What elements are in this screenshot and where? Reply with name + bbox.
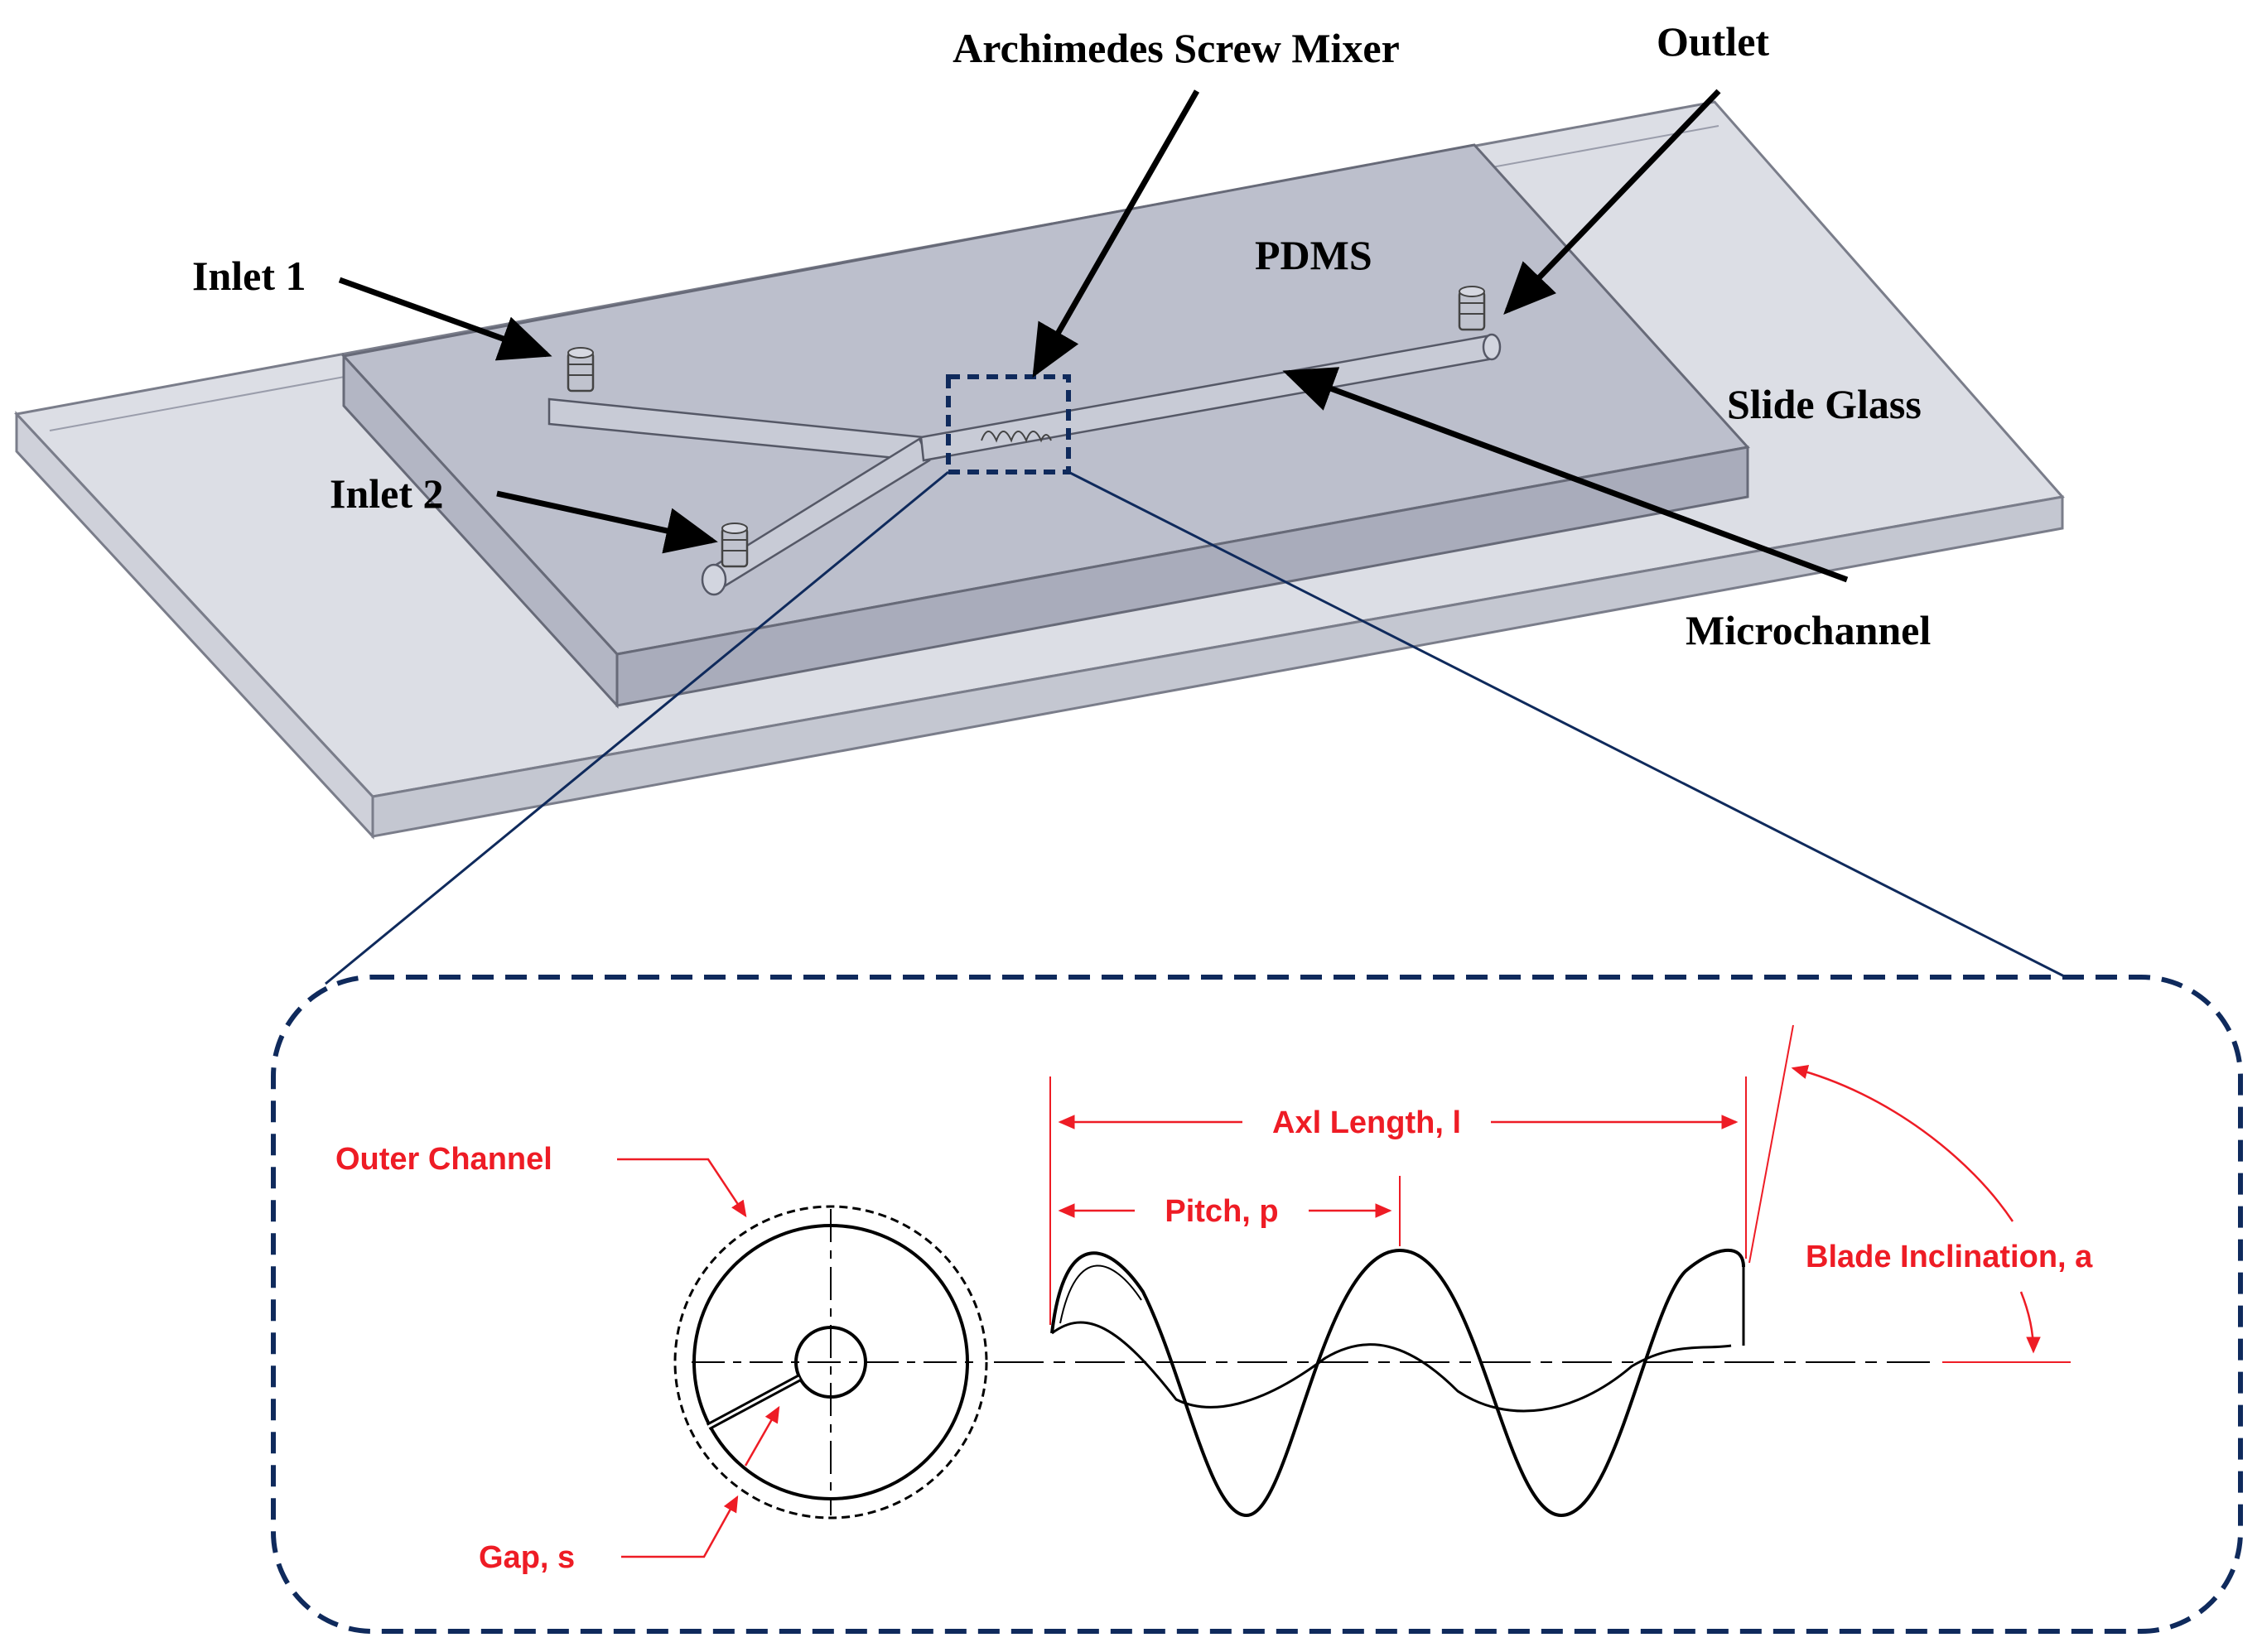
arrow-microchannel [1282, 367, 1849, 583]
dimension-annotations: Axl Length, l Pitch, p Blade Inclination… [335, 1024, 2093, 1575]
label-slide-glass: Slide Glass [1727, 381, 1922, 427]
detail-panel-frame [271, 975, 2243, 1634]
arrow-inlet-2 [496, 490, 718, 554]
label-inlet-1: Inlet 1 [192, 253, 306, 299]
gap-leader [621, 1495, 739, 1558]
label-microchannel: Microchannel [1686, 607, 1931, 653]
label-pitch: Pitch, p [1165, 1194, 1278, 1229]
label-gap: Gap, s [479, 1540, 575, 1575]
inlet-2-port [721, 523, 749, 568]
slide-glass-left-face [15, 411, 374, 840]
outlet-port [1458, 286, 1486, 331]
mixer-focus-box [946, 374, 1071, 474]
arrow-mixer [1032, 89, 1200, 378]
zoom-line-left [325, 470, 949, 985]
microchannel-network [547, 286, 1502, 596]
inlet-1-port [567, 347, 595, 393]
mini-screw [981, 431, 1052, 443]
label-archimedes-screw-mixer: Archimedes Screw Mixer [953, 25, 1400, 71]
label-outer-channel: Outer Channel [335, 1142, 552, 1177]
label-outlet: Outlet [1657, 18, 1769, 65]
outer-channel-leader [617, 1158, 747, 1218]
arrow-inlet-1 [338, 277, 552, 361]
arrow-outlet [1503, 89, 1721, 315]
label-inlet-2: Inlet 2 [330, 470, 444, 517]
blade-inclination-arc [1791, 1064, 2014, 1222]
screw-blade-front [1050, 1248, 1745, 1518]
zoom-line-right [1068, 470, 2080, 985]
label-blade-inclination: Blade Inclination, a [1806, 1240, 2093, 1274]
pdms-left-face [342, 353, 619, 709]
label-axial-length: Axl Length, l [1272, 1105, 1461, 1140]
label-pdms: PDMS [1255, 232, 1372, 278]
screw-blade-back [1051, 1321, 1732, 1413]
channel-cross-section [673, 1205, 988, 1520]
screw-side-view [994, 1248, 1930, 1518]
callout-arrows [338, 89, 1849, 583]
